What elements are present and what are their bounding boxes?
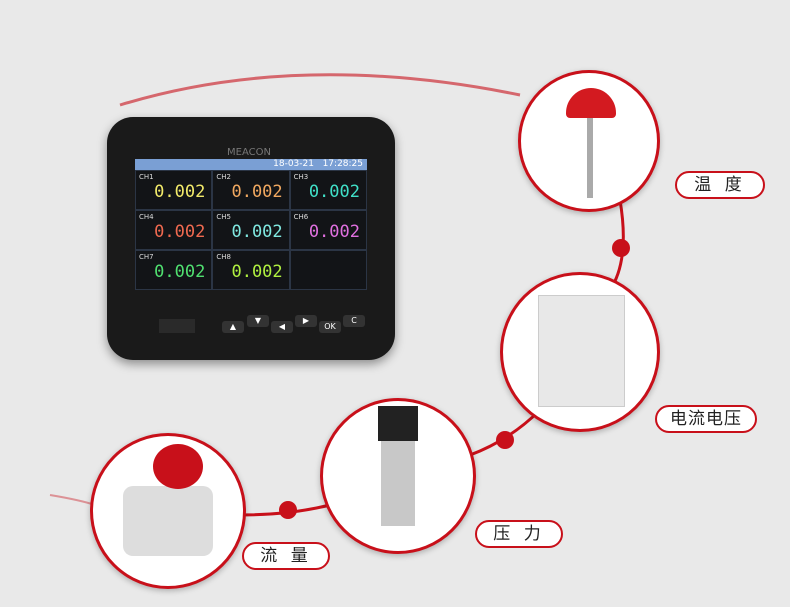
channel-name: CH7 [139, 253, 154, 261]
temperature-sensor-image [518, 70, 660, 212]
pressure-transmitter-image [320, 398, 476, 554]
label-temperature: 温 度 [675, 171, 765, 199]
channel-name: CH8 [216, 253, 231, 261]
channel-name: CH5 [216, 213, 231, 221]
down-button[interactable]: ▼ [247, 315, 269, 327]
channel-name: CH6 [293, 213, 309, 221]
connector-dot [496, 431, 514, 449]
ok-button[interactable]: OK [319, 321, 341, 333]
usb-port [159, 319, 195, 333]
connector-dot [279, 501, 297, 519]
channel-value: 0.002 [154, 262, 206, 282]
channel-value: 0.002 [231, 182, 283, 202]
channel-value: 0.002 [308, 182, 360, 202]
flowmeter-image [90, 433, 246, 589]
channel-name: CH1 [139, 173, 154, 181]
brand-logo: MEACON [227, 147, 271, 158]
label-flow: 流 量 [242, 542, 330, 570]
channel-name: CH3 [293, 173, 309, 181]
up-button[interactable]: ▲ [222, 321, 244, 333]
date: 18-03-21 [273, 159, 314, 169]
current-transducer-image [500, 272, 660, 432]
channel-value: 0.002 [308, 222, 360, 242]
channel-name: CH4 [139, 213, 154, 221]
label-pressure: 压 力 [475, 520, 563, 548]
right-button[interactable]: ▶ [295, 315, 317, 327]
cancel-button[interactable]: C [343, 315, 365, 327]
channel-value: 0.002 [154, 222, 206, 242]
channel-value: 0.002 [154, 182, 206, 202]
time: 17:28:25 [322, 159, 363, 169]
status-bar: 18-03-21 17:28:25 [135, 159, 367, 170]
connector-dot [612, 239, 630, 257]
channel-name: CH2 [216, 173, 231, 181]
channel-value: 0.002 [231, 262, 283, 282]
left-button[interactable]: ◀ [271, 321, 293, 333]
empty-cell [289, 250, 367, 290]
channel-value: 0.002 [231, 222, 283, 242]
label-current-voltage: 电流电压 [655, 405, 757, 433]
